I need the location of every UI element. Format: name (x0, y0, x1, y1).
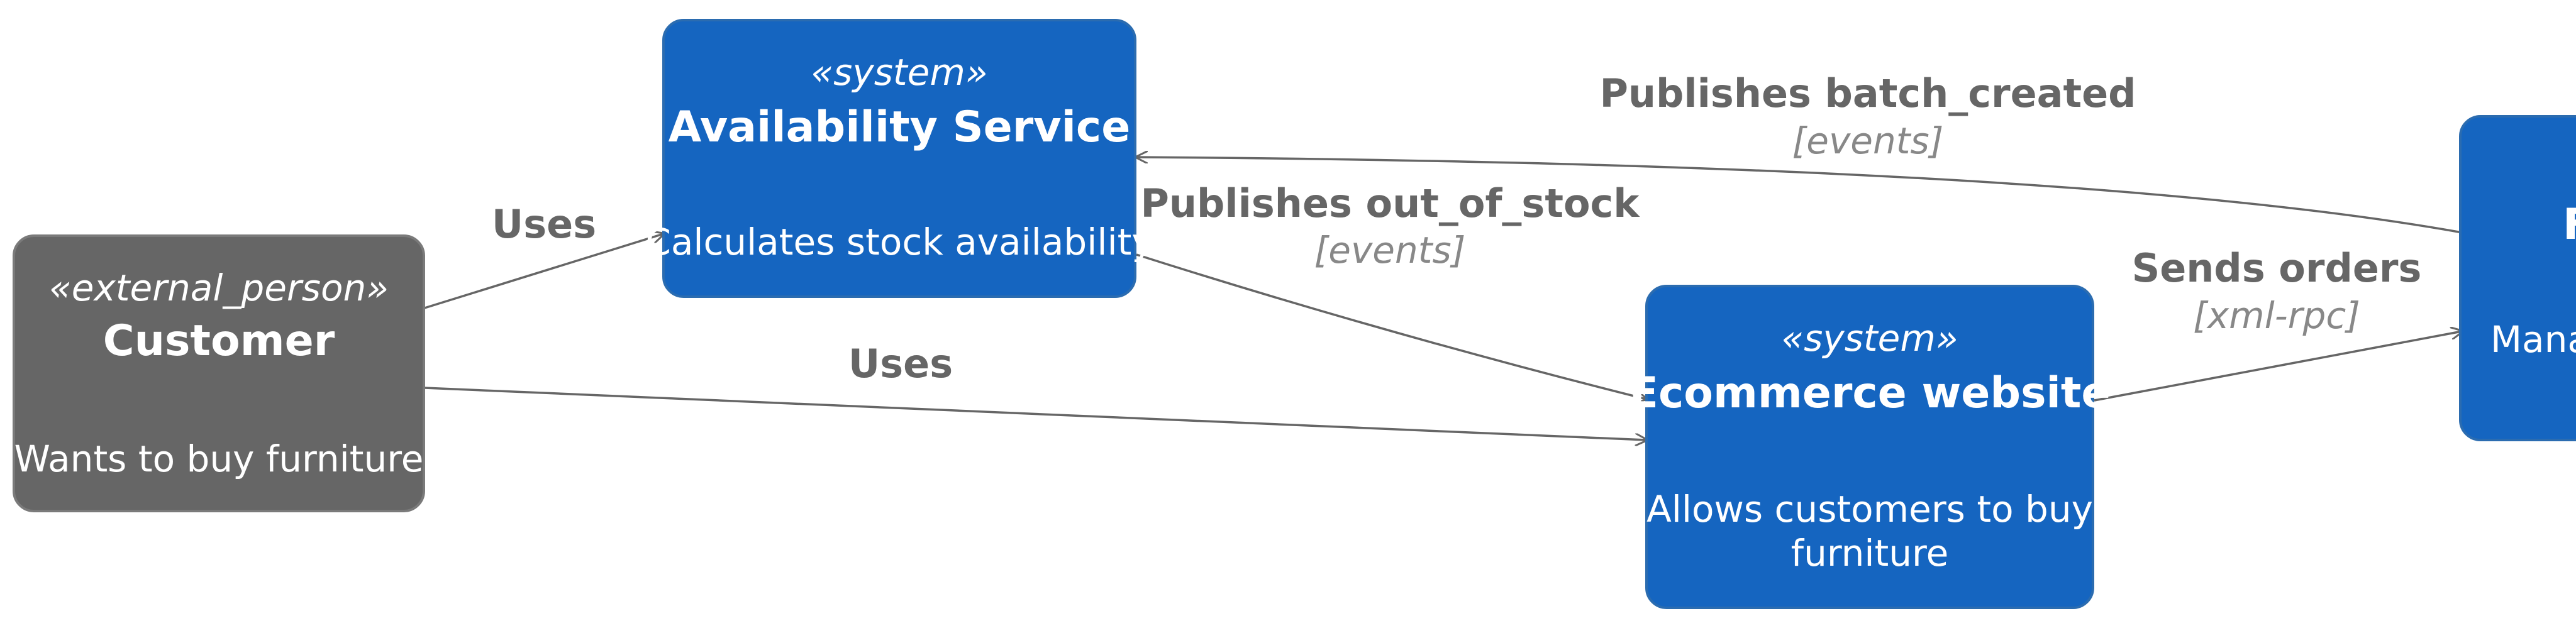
edge-line (424, 387, 1646, 440)
node-box (662, 19, 1136, 298)
node-description-fragment: Mana (2490, 318, 2576, 361)
edge-sends-orders: Sends orders [xml-rpc] (2094, 245, 2462, 402)
edge-label: Publishes batch_created (1599, 70, 2136, 116)
node-stereotype: «system» (1781, 317, 1958, 360)
node-customer[interactable]: «external_person» Customer Wants to buy … (13, 234, 425, 512)
edge-label: Uses (848, 341, 953, 387)
node-box (2459, 115, 2576, 441)
edge-publishes-batch-created: Publishes batch_created [events] (1136, 70, 2463, 234)
edge-tech: [xml-rpc] (2193, 294, 2360, 337)
edge-line (1136, 253, 1646, 399)
node-description-line-2: furniture (1791, 532, 1949, 575)
edge-label: Sends orders (2132, 245, 2422, 291)
edge-label: Publishes out_of_stock (1140, 180, 1640, 226)
edge-tech: [events] (1792, 119, 1944, 162)
node-title: Ecommerce website (1629, 368, 2111, 418)
node-ecommerce-website[interactable]: «system» Ecommerce website Allows custom… (1629, 285, 2111, 609)
node-title: Availability Service (669, 102, 1131, 152)
node-partial-system[interactable]: F Mana (2459, 115, 2576, 441)
edge-label: Uses (492, 201, 596, 247)
edge-line (424, 234, 663, 309)
node-description-line-1: Allows customers to buy (1646, 488, 2093, 531)
node-description: Wants to buy furniture (14, 438, 424, 480)
node-stereotype: «system» (811, 51, 987, 94)
node-stereotype: «external_person» (49, 267, 389, 309)
edge-availability-publishes-out-of-stock: Publishes out_of_stock [events] (1136, 180, 1646, 399)
node-title-fragment: F (2563, 200, 2576, 250)
node-box (13, 234, 425, 512)
node-title: Customer (103, 316, 335, 366)
edge-line (2094, 331, 2462, 402)
edge-customer-uses-ecommerce: Uses (424, 341, 1646, 440)
node-description: Calculates stock availability (645, 221, 1153, 263)
node-box (1645, 285, 2094, 609)
edge-tech: [events] (1314, 229, 1466, 272)
edge-customer-uses-availability: Uses (424, 201, 663, 309)
node-availability-service[interactable]: «system» Availability Service Calculates… (645, 19, 1153, 298)
edge-line (1136, 157, 2463, 234)
